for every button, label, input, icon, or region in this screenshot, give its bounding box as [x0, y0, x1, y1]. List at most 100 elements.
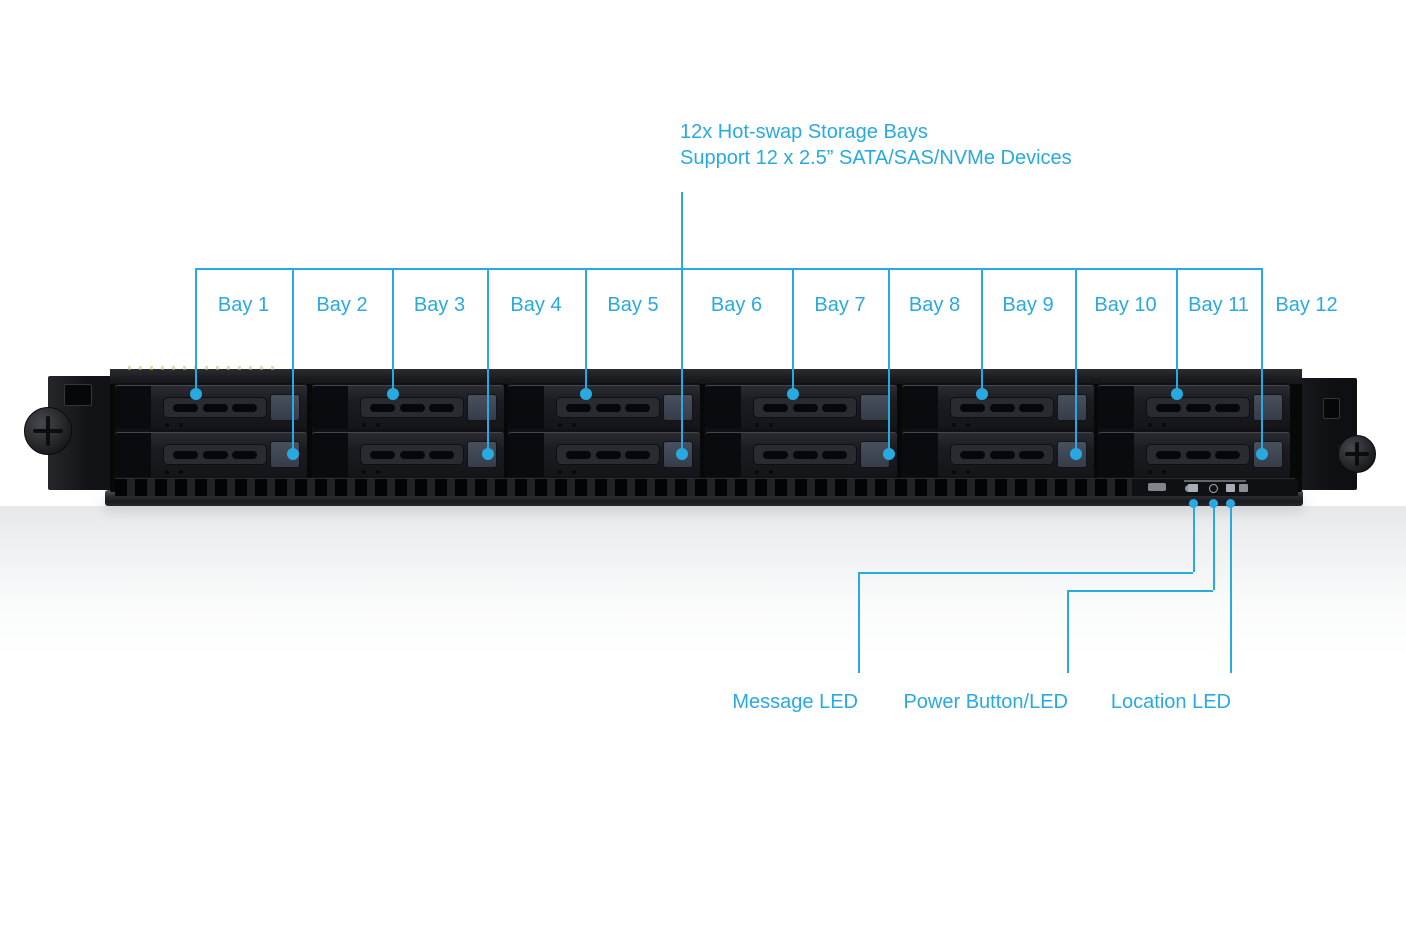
tray-handle-slot [1185, 450, 1211, 459]
left-thumbscrew-icon [24, 407, 72, 455]
tray-handle [556, 397, 660, 418]
bay-leader-line [792, 268, 794, 394]
tray-handle-slot [399, 450, 425, 459]
tray-handle-slot [399, 403, 425, 412]
callout-line-2: Support 12 x 2.5” SATA/SAS/NVMe Devices [680, 147, 1072, 169]
tray-screw-dot [376, 470, 380, 474]
bay-leader-line [1075, 268, 1077, 454]
tray-handle-slot [566, 450, 591, 459]
drive-tray [705, 385, 897, 429]
tray-screw-dot [558, 423, 562, 427]
tray-handle [163, 397, 267, 418]
bay-dot [675, 448, 688, 460]
tray-handle-slot [1019, 403, 1044, 412]
tray-frame [312, 386, 348, 429]
tray-frame [508, 433, 544, 477]
tray-handle-slot [1185, 403, 1211, 412]
tray-handle [360, 397, 464, 418]
drive-column [705, 383, 897, 487]
tray-handle [950, 444, 1054, 465]
tray-screw-dot [1148, 470, 1152, 474]
tray-screw-dot [165, 470, 169, 474]
tray-latch-button [663, 394, 693, 421]
drive-column [1098, 383, 1290, 487]
power-button-icon [1209, 484, 1218, 493]
drive-tray [902, 385, 1094, 429]
tray-frame [902, 386, 938, 429]
power-button-led-leader-line [1067, 590, 1069, 673]
drive-column [508, 383, 700, 487]
tray-handle-slot [822, 403, 847, 412]
bay-labels-top-line [195, 268, 1262, 270]
drive-tray [902, 432, 1094, 477]
tray-handle-slot [989, 403, 1015, 412]
storage-bays-callout: 12x Hot-swap Storage Bays Support 12 x 2… [680, 119, 1072, 171]
bay-leader-line [1176, 268, 1178, 394]
bay-dot [579, 388, 592, 400]
tray-handle-slot [370, 450, 395, 459]
bay-leader-line [681, 268, 683, 454]
message-led-label: Message LED [732, 691, 858, 713]
tray-screw-dot [966, 423, 970, 427]
callout-connector-line [681, 192, 683, 268]
tray-handle [753, 397, 857, 418]
control-panel-caption-marks [1184, 480, 1246, 482]
bay-dot [189, 388, 202, 400]
bay-label: Bay 2 [316, 294, 368, 316]
tray-screw-dot [1162, 470, 1166, 474]
bay-label: Bay 8 [908, 294, 961, 316]
right-thumbscrew-icon [1338, 435, 1376, 473]
bay-leader-line [585, 268, 587, 394]
tray-screw-dot [952, 470, 956, 474]
bay-label: Bay 12 [1275, 294, 1338, 316]
callout-line-1: 12x Hot-swap Storage Bays [680, 121, 928, 143]
power-button-led-leader-line [1213, 503, 1215, 590]
tray-handle [1146, 444, 1250, 465]
drive-tray [705, 432, 897, 477]
drive-tray [312, 432, 504, 477]
tray-handle-slot [429, 450, 454, 459]
power-button-led-leader-line [1067, 590, 1213, 592]
bay-leader-line [981, 268, 983, 394]
tray-handle-slot [1215, 403, 1240, 412]
drive-tray [115, 385, 307, 429]
chassis-top-bezel [110, 369, 1302, 384]
tray-frame [115, 433, 151, 477]
front-vent-strip [115, 478, 1295, 496]
tray-handle-slot [625, 403, 650, 412]
tray-screw-dot [558, 470, 562, 474]
tray-latch-button [860, 394, 890, 421]
tray-screw-dot [362, 470, 366, 474]
tray-latch-button [270, 394, 300, 421]
tray-handle [163, 444, 267, 465]
tray-handle-slot [822, 450, 847, 459]
bay-dot [786, 388, 799, 400]
chassis-top-markings [128, 366, 278, 370]
tray-screw-dot [165, 423, 169, 427]
drive-tray [312, 385, 504, 429]
tray-handle [753, 444, 857, 465]
bay-leader-line [195, 268, 197, 394]
tray-handle-slot [370, 403, 395, 412]
drive-tray [115, 432, 307, 477]
bay-label: Bay 1 [217, 294, 270, 316]
chassis-body [110, 369, 1302, 492]
bay-label: Bay 4 [510, 294, 562, 316]
right-ear-mounting-hole [1323, 398, 1340, 419]
tray-handle-slot [763, 403, 788, 412]
id-led-icon [1239, 484, 1248, 492]
tray-frame [115, 386, 151, 429]
tray-handle-slot [566, 403, 591, 412]
drive-tray [508, 432, 700, 477]
bay-leader-line [392, 268, 394, 394]
tray-handle-slot [595, 403, 621, 412]
bay-dot [1069, 448, 1082, 460]
tray-screw-dot [1148, 423, 1152, 427]
tray-screw-dot [966, 470, 970, 474]
tray-handle-slot [202, 450, 228, 459]
tray-handle-slot [792, 403, 818, 412]
tray-screw-dot [755, 423, 759, 427]
tray-frame [312, 433, 348, 477]
bay-leader-line [888, 268, 890, 454]
tray-handle [360, 444, 464, 465]
